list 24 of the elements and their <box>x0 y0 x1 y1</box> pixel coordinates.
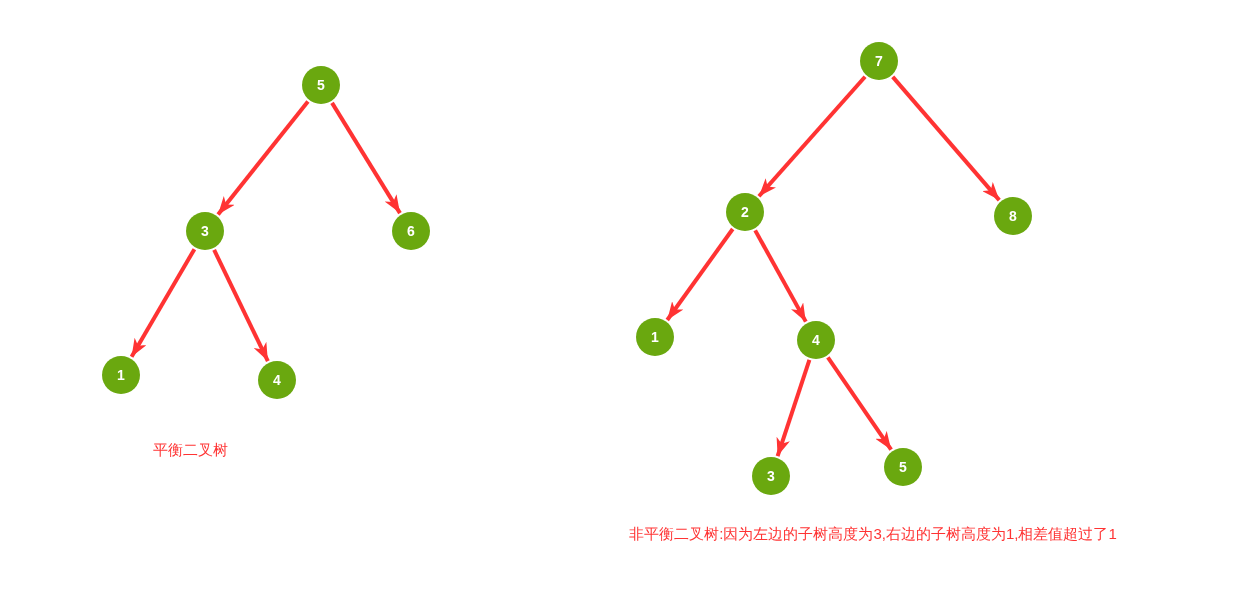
arrow <box>330 101 402 215</box>
arrow <box>216 100 310 216</box>
tree-caption: 平衡二叉树 <box>152 441 228 460</box>
tree-node: 2 <box>726 193 764 231</box>
tree-node: 5 <box>302 66 340 104</box>
arrow <box>212 249 270 362</box>
arrow <box>891 75 1001 202</box>
tree-node: 3 <box>752 457 790 495</box>
tree-node: 8 <box>994 197 1032 235</box>
tree-node: 4 <box>258 361 296 399</box>
tree-node: 5 <box>884 448 922 486</box>
arrow <box>129 248 197 358</box>
tree-node: 3 <box>186 212 224 250</box>
arrow <box>775 359 812 457</box>
arrow <box>757 75 867 198</box>
tree-node: 1 <box>102 356 140 394</box>
arrow <box>753 229 808 323</box>
arrow <box>665 227 735 322</box>
arrow <box>826 356 893 451</box>
tree-node: 4 <box>797 321 835 359</box>
tree-node: 6 <box>392 212 430 250</box>
tree-node: 7 <box>860 42 898 80</box>
tree-node: 1 <box>636 318 674 356</box>
tree-caption: 非平衡二叉树:因为左边的子树高度为3,右边的子树高度为1,相差值超过了1 <box>629 525 1117 544</box>
